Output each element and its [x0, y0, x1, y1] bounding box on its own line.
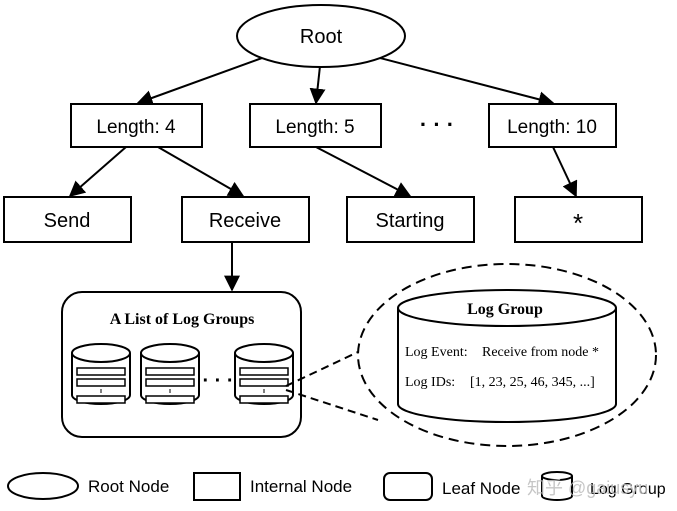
log-event-value: Receive from node * [482, 345, 599, 360]
legend-root-symbol [7, 472, 79, 500]
log-ids-label: Log IDs: [405, 375, 455, 390]
leaf-node-star: * [514, 196, 643, 243]
legend-root-label: Root Node [88, 477, 169, 496]
edge-root-length4 [136, 57, 263, 106]
leaf-node-receive: Receive [181, 196, 310, 243]
edge-root-length5 [309, 65, 326, 105]
log-group-title: Log Group [467, 301, 543, 318]
legend-leaf-label: Leaf Node [442, 479, 520, 498]
edge-length4-send [68, 146, 127, 198]
legend-internal-symbol [193, 472, 241, 501]
edge-length5-starting [315, 146, 412, 197]
leaf-node-label: * [573, 208, 583, 238]
watermark: 知乎 @gaiusyu [527, 478, 648, 498]
root-label: Root [300, 26, 343, 48]
leaf-node-label: Receive [209, 210, 281, 232]
log-event-label: Log Event: [405, 345, 468, 360]
log-group-list-title: A List of Log Groups [110, 311, 255, 328]
leaf-node-starting: Starting [346, 196, 475, 243]
legend-internal-label: Internal Node [250, 477, 352, 496]
root-node: Root [236, 4, 406, 68]
internal-node-label: Length: 5 [275, 117, 354, 138]
internal-node-label: Length: 4 [96, 117, 176, 138]
log-ids-value: [1, 23, 25, 46, 345, ...] [470, 375, 595, 390]
internal-node-length5: Length: 5 [249, 103, 382, 148]
cylinder-icon [71, 343, 131, 405]
internal-node-length10: Length: 10 [488, 103, 617, 148]
tree-edges [68, 57, 578, 292]
leaf-node-label: Send [44, 210, 91, 232]
legend-log-group-label: Log Group [590, 481, 666, 498]
legend-leaf-symbol [383, 472, 433, 501]
log-group-list: A List of Log Groups · · · [61, 291, 302, 438]
leaf-node-send: Send [3, 196, 132, 243]
cylinder-icon [234, 343, 294, 405]
internal-node-label: Length: 10 [507, 117, 597, 138]
internal-node-length4: Length: 4 [70, 103, 203, 148]
leaf-node-label: Starting [376, 210, 445, 232]
edge-length10-star [552, 146, 578, 198]
edge-length4-receive [157, 146, 245, 197]
log-group-callout: Log Group Log Event: Receive from node *… [285, 263, 657, 447]
edge-root-length10 [379, 57, 555, 108]
log-group-list-ellipsis: · · · [202, 370, 233, 392]
cylinder-icon [140, 343, 200, 405]
legend: Root Node Internal Node Leaf Node Log Gr… [7, 471, 666, 501]
internal-ellipsis: · · · [420, 112, 454, 137]
legend-log-group-symbol [541, 471, 573, 501]
